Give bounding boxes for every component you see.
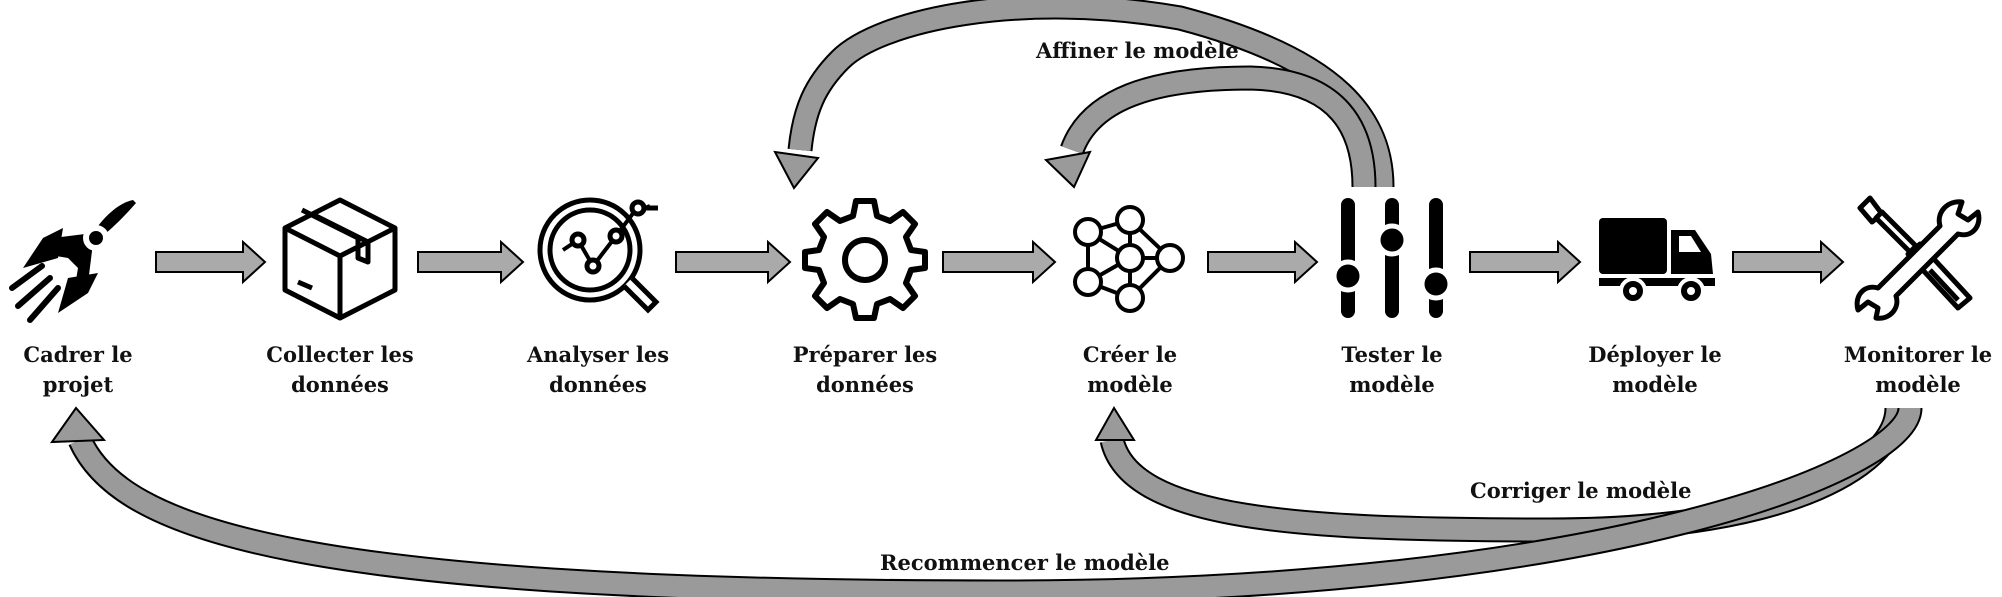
- loop-label-affiner: Affiner le modèle: [1036, 38, 1239, 63]
- neural-network-icon: [1073, 205, 1185, 313]
- loop-arrow-recommencer: [50, 406, 1923, 597]
- step-label-2: Collecter les données: [266, 342, 414, 397]
- step-label-8: Monitorer le modèle: [1843, 342, 1993, 397]
- truck-icon: [1599, 218, 1715, 305]
- sliders-icon: [1331, 198, 1453, 318]
- loop-label-corriger: Corriger le modèle: [1470, 478, 1692, 503]
- loop-arrow-affiner: [773, 0, 1395, 190]
- step-label-3: Analyser les données: [526, 342, 670, 397]
- step-arrow-6: [1469, 239, 1582, 285]
- step-arrow-2: [417, 239, 525, 285]
- tools-icon: [1854, 195, 1982, 321]
- step-arrow-5: [1207, 239, 1319, 285]
- step-label-5: Créer le modèle: [1082, 342, 1178, 397]
- step-arrows: [155, 239, 1845, 285]
- box-icon: [282, 197, 398, 321]
- step-label-1: Cadrer le projet: [23, 342, 133, 397]
- step-arrow-1: [155, 239, 267, 285]
- loop-arrow-tester-creer: [1043, 65, 1377, 189]
- step-label-6: Tester le modèle: [1341, 342, 1443, 397]
- step-label-7: Déployer le modèle: [1588, 342, 1722, 397]
- step-arrow-7: [1732, 239, 1845, 285]
- step-label-4: Préparer les données: [792, 342, 938, 397]
- step-arrow-3: [675, 239, 792, 285]
- rocket-icon: [9, 200, 136, 323]
- analytics-magnifier-icon: [537, 197, 660, 314]
- loop-arrow-corriger: [1094, 406, 1910, 543]
- gear-icon: [802, 198, 928, 321]
- step-arrow-4: [942, 239, 1057, 285]
- loop-label-recommencer: Recommencer le modèle: [880, 550, 1170, 575]
